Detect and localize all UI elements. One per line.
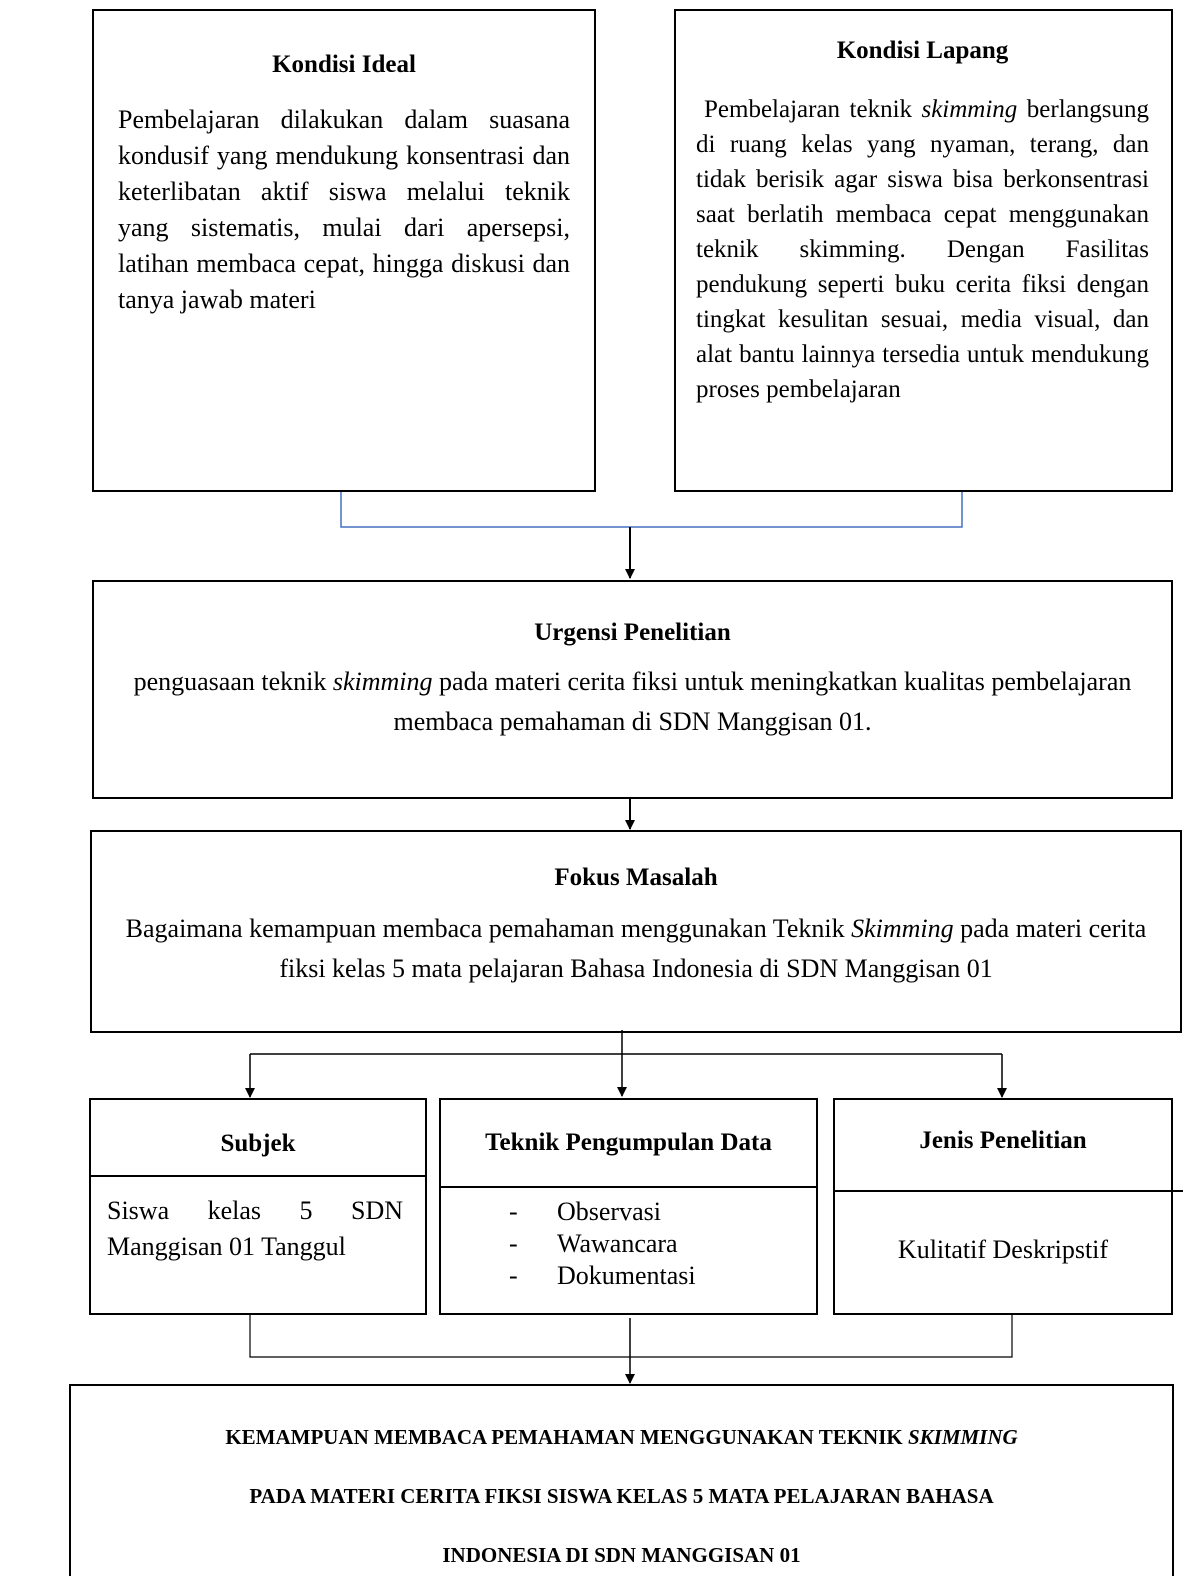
jenis-box: Jenis Penelitian Kulitatif Deskripstif <box>833 1098 1183 1315</box>
research-title-line1: KEMAMPUAN MEMBACA PEMAHAMAN MENGGUNAKAN … <box>71 1408 1172 1467</box>
teknik-header: Teknik Pengumpulan Data <box>441 1100 816 1188</box>
kondisi-lapang-text: Pembelajaran teknik skimming berlangsung… <box>696 92 1149 407</box>
urgensi-box: Urgensi Penelitian penguasaan teknik ski… <box>92 580 1173 799</box>
list-bullet: - <box>509 1229 518 1258</box>
urgensi-title: Urgensi Penelitian <box>534 619 731 646</box>
teknik-box: Teknik Pengumpulan Data - Observasi - Wawa… <box>439 1098 818 1315</box>
kondisi-ideal-title: Kondisi Ideal <box>272 51 416 78</box>
research-title-line1-italic: SKIMMING <box>907 1425 1018 1449</box>
research-title-line3: INDONESIA DI SDN MANGGISAN 01 <box>442 1543 801 1567</box>
jenis-header: Jenis Penelitian <box>835 1100 1171 1192</box>
subjek-box: Subjek Siswa kelas 5 SDN Manggisan 01 Ta… <box>89 1098 427 1315</box>
list-item-label: Wawancara <box>557 1229 678 1258</box>
bracket-bottom <box>249 1315 1013 1358</box>
list-item-label: Observasi <box>557 1197 661 1226</box>
bracket-top <box>340 492 963 528</box>
urgensi-text-italic: skimming <box>332 667 433 697</box>
kondisi-lapang-text-part1: Pembelajaran teknik <box>704 96 922 124</box>
fokus-text-italic: Skimming <box>851 914 954 944</box>
list-bullet: - <box>509 1261 518 1290</box>
list-item-label: Dokumentasi <box>557 1261 696 1290</box>
research-title-box: KEMAMPUAN MEMBACA PEMAHAMAN MENGGUNAKAN … <box>69 1384 1174 1576</box>
list-item: - Observasi <box>509 1196 816 1228</box>
kondisi-lapang-title: Kondisi Lapang <box>836 37 1009 64</box>
list-item: - Wawancara <box>509 1228 816 1260</box>
research-title-line1-part1: KEMAMPUAN MEMBACA PEMAHAMAN MENGGUNAKAN … <box>225 1425 908 1449</box>
list-bullet: - <box>509 1197 518 1226</box>
urgensi-text-part2: pada materi cerita fiksi untuk meningkat… <box>393 667 1132 737</box>
research-title-line2: PADA MATERI CERITA FIKSI SISWA KELAS 5 M… <box>249 1484 994 1508</box>
kondisi-lapang-box: Kondisi Lapang Pembelajaran teknik skimm… <box>674 9 1173 492</box>
kondisi-lapang-text-italic: skimming <box>921 96 1018 124</box>
jenis-text: Kulitatif Deskripstif <box>897 1235 1109 1264</box>
urgensi-text: penguasaan teknik skimming pada materi c… <box>124 662 1141 742</box>
fokus-text-part2: pada materi cerita fiksi kelas 5 mata pe… <box>279 914 1147 984</box>
subjek-header: Subjek <box>91 1100 425 1177</box>
kondisi-lapang-text-part2: berlangsung di ruang kelas yang nyaman, … <box>696 96 1149 404</box>
fokus-box: Fokus Masalah Bagaimana kemampuan membac… <box>90 830 1182 1033</box>
jenis-title: Jenis Penelitian <box>919 1127 1087 1155</box>
list-item: - Dokumentasi <box>509 1260 816 1292</box>
jenis-divider <box>835 1190 1183 1192</box>
teknik-title: Teknik Pengumpulan Data <box>485 1129 772 1157</box>
fokus-text: Bagaimana kemampuan membaca pemahaman me… <box>122 909 1150 989</box>
kondisi-ideal-text: Pembelajaran dilakukan dalam suasana kon… <box>118 105 570 315</box>
fokus-text-part1: Bagaimana kemampuan membaca pemahaman me… <box>125 914 852 944</box>
urgensi-text-part1: penguasaan teknik <box>133 667 333 697</box>
fokus-title: Fokus Masalah <box>554 864 718 891</box>
teknik-list: - Observasi - Wawancara - Dokumentasi <box>441 1196 816 1292</box>
subjek-title: Subjek <box>220 1129 296 1157</box>
kondisi-ideal-box: Kondisi Ideal Pembelajaran dilakukan dal… <box>92 9 596 492</box>
subjek-text: Siswa kelas 5 SDN Manggisan 01 Tanggul <box>107 1196 403 1261</box>
